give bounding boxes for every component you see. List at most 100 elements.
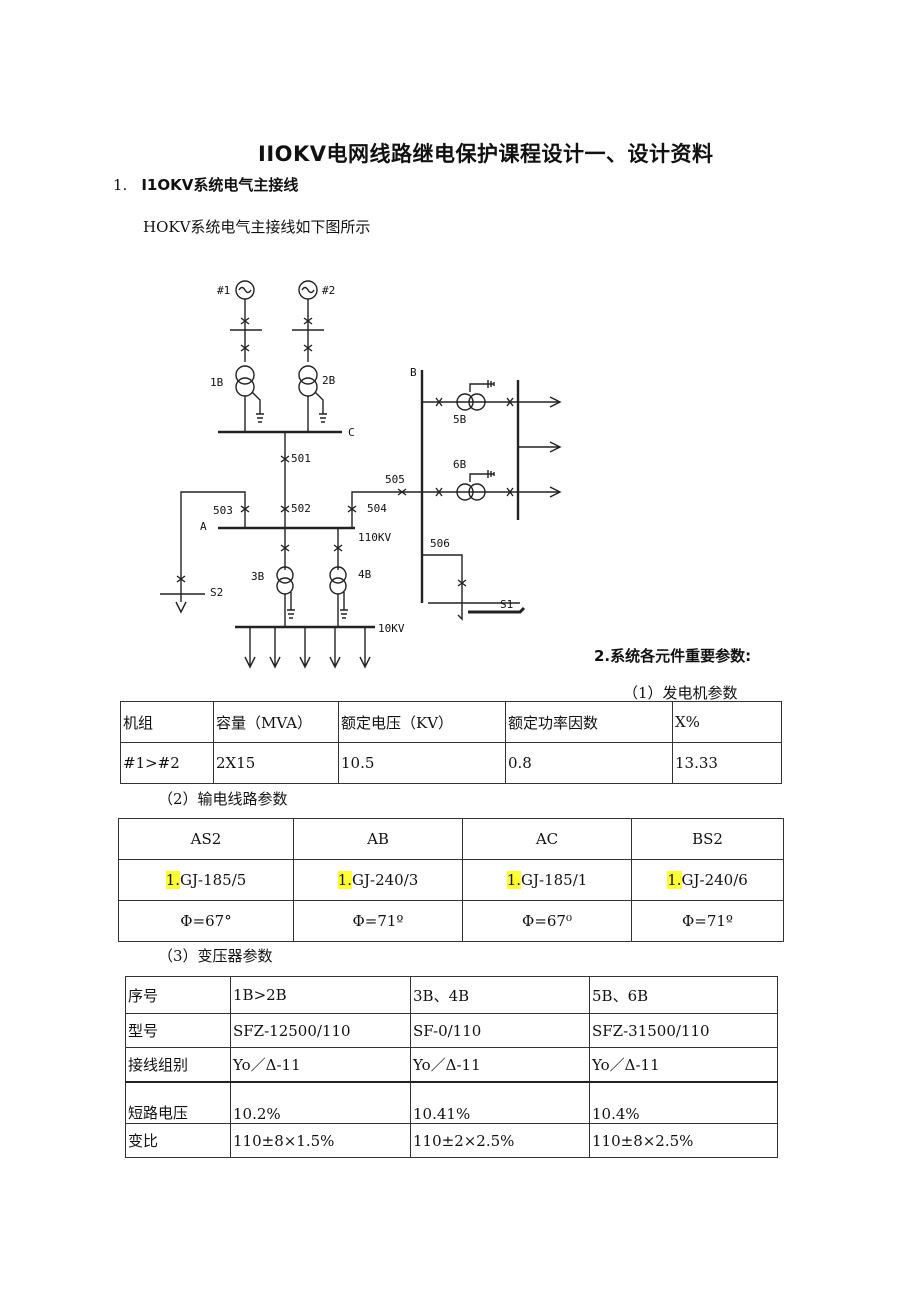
table-cell: 5B、6B [589,976,778,1014]
transformer-table: 序号 1B>2B 3B、4B 5B、6B 型号 SFZ-12500/110 SF… [125,976,778,1158]
section-1-heading: 1. I1OKV系统电气主接线 [113,174,298,195]
label-g2: #2 [322,284,335,297]
section-1-number: 1. [113,176,128,194]
main-wiring-diagram: #1 #2 1B 2B C 501 502 503 504 505 506 A … [160,280,562,669]
table-cell: 10.5 [338,742,506,784]
table-cell: 机组 [120,701,214,743]
table-cell: Φ=71º [631,900,784,942]
table-cell: 2X15 [213,742,339,784]
table-cell: 110±8×1.5% [230,1123,411,1158]
table-cell: 序号 [125,976,231,1014]
table-row: 1.GJ-185/5 1.GJ-240/3 1.GJ-185/1 1.GJ-24… [118,859,784,901]
label-501: 501 [291,452,311,465]
highlight-mark: 1. [667,871,682,889]
table-cell: 型号 [125,1013,231,1048]
table-cell: 容量（MVA） [213,701,339,743]
table-cell: 1.GJ-240/6 [631,859,784,901]
table-row: 变比 110±8×1.5% 110±2×2.5% 110±8×2.5% [125,1123,778,1158]
transformer-5b-symbol [456,393,474,411]
table-cell: 3B、4B [410,976,590,1014]
label-506: 506 [430,537,450,550]
table-cell: AC [462,818,632,860]
label-503: 503 [213,504,233,517]
highlight-mark: 1. [337,871,352,889]
lines-table: AS2 AB AC BS2 1.GJ-185/5 1.GJ-240/3 1.GJ… [118,818,784,942]
table-cell: 1B>2B [230,976,411,1014]
highlight-mark: 1. [506,871,521,889]
table-cell: SF-0/110 [410,1013,590,1048]
table-cell: 10.2% [230,1081,411,1124]
table-cell: 变比 [125,1123,231,1158]
transformer-4b-symbol [329,566,347,584]
table-row: #1>#2 2X15 10.5 0.8 13.33 [120,742,782,784]
label-6b: 6B [453,458,467,471]
table-cell: 13.33 [672,742,782,784]
table-cell: 10.4% [589,1081,778,1124]
label-504: 504 [367,502,387,515]
label-502: 502 [291,502,311,515]
table-cell: Yo／Δ-11 [410,1047,590,1083]
transformer-1b-symbol [235,365,255,385]
table-cell: BS2 [631,818,784,860]
label-bus-c: C [348,426,355,439]
label-s2: S2 [210,586,223,599]
table-row: 型号 SFZ-12500/110 SF-0/110 SFZ-31500/110 [125,1013,778,1048]
label-10kv: 10KV [378,622,405,635]
table-cell: 110±2×2.5% [410,1123,590,1158]
line-model: GJ-185/5 [180,871,247,889]
diagram-description: HOKV系统电气主接线如下图所示 [143,218,371,236]
table-row: Φ=67° Φ=71º Φ=67⁰ Φ=71º [118,900,784,942]
line-model: GJ-185/1 [521,871,588,889]
table-cell: Φ=71º [293,900,463,942]
table-row: AS2 AB AC BS2 [118,818,784,860]
table-cell: 110±8×2.5% [589,1123,778,1158]
line-model: GJ-240/3 [352,871,419,889]
transformer-2b-symbol [298,365,318,385]
table-row: 接线组别 Yo／Δ-11 Yo／Δ-11 Yo／Δ-11 [125,1047,778,1083]
load-arrows [244,627,371,669]
table-cell: 10.41% [410,1081,590,1124]
table-cell: Φ=67⁰ [462,900,632,942]
highlight-mark: 1. [165,871,180,889]
label-110kv: 110KV [358,531,391,544]
generator-table: 机组 容量（MVA） 额定电压（KV） 额定功率因数 X% #1>#2 2X15… [120,701,782,784]
table-cell: X% [672,701,782,743]
label-bus-a: A [200,520,207,533]
label-505: 505 [385,473,405,486]
label-1b: 1B [210,376,224,389]
label-bus-b: B [410,366,417,379]
section-2-heading: 2.系统各元件重要参数: [594,647,752,665]
table-cell: 额定电压（KV） [338,701,506,743]
generator-caption: （1）发电机参数 [623,684,738,702]
table-cell: 1.GJ-240/3 [293,859,463,901]
table-cell: AB [293,818,463,860]
table-cell: 短路电压 [125,1081,231,1124]
table-cell: 1.GJ-185/1 [462,859,632,901]
section-1-title: I1OKV系统电气主接线 [141,176,299,194]
table-cell: Φ=67° [118,900,294,942]
table-row: 序号 1B>2B 3B、4B 5B、6B [125,976,778,1014]
transformer-3b-symbol [276,566,294,584]
document-title: IIOKV电网线路继电保护课程设计一、设计资料 [258,142,714,166]
line-model: GJ-240/6 [681,871,748,889]
table-cell: 0.8 [505,742,673,784]
table-cell: Yo／Δ-11 [230,1047,411,1083]
table-cell: 1.GJ-185/5 [118,859,294,901]
table-row: 短路电压 10.2% 10.41% 10.4% [125,1081,778,1124]
label-5b: 5B [453,413,467,426]
table-cell: Yo／Δ-11 [589,1047,778,1083]
table-row: 机组 容量（MVA） 额定电压（KV） 额定功率因数 X% [120,701,782,743]
transformer-caption: （3）变压器参数 [158,947,273,965]
label-2b: 2B [322,374,336,387]
label-s1: S1 [500,598,513,611]
table-cell: 接线组别 [125,1047,231,1083]
label-4b: 4B [358,568,372,581]
lines-caption: （2）输电线路参数 [158,790,288,808]
table-cell: AS2 [118,818,294,860]
transformer-6b-symbol [456,483,474,501]
table-cell: SFZ-31500/110 [589,1013,778,1048]
label-3b: 3B [251,570,265,583]
table-cell: SFZ-12500/110 [230,1013,411,1048]
table-cell: #1>#2 [120,742,214,784]
label-g1: #1 [217,284,230,297]
